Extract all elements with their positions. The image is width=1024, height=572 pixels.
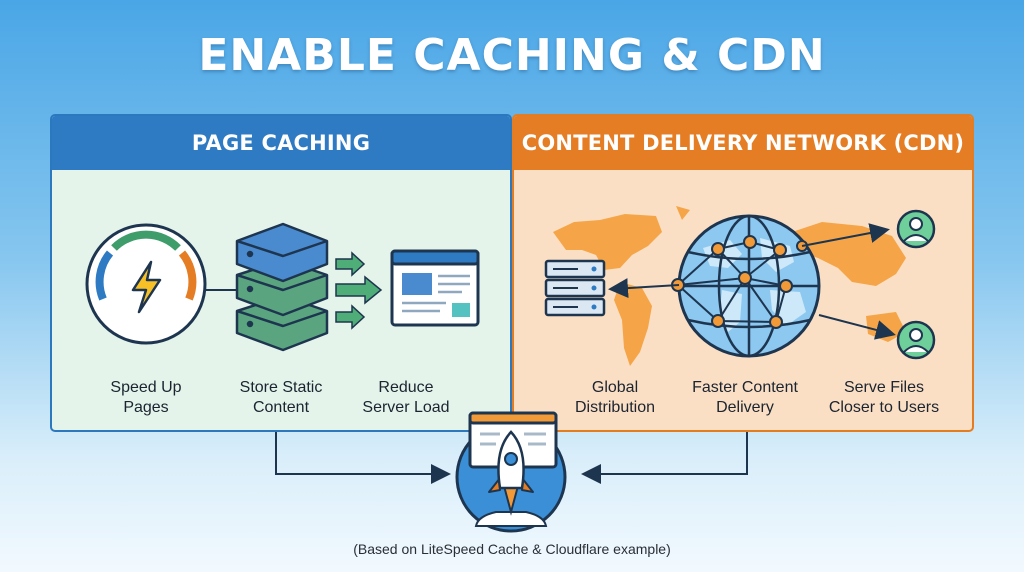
cdn-arrows <box>608 223 896 340</box>
cdn-heading: CONTENT DELIVERY NETWORK (CDN) <box>514 116 972 170</box>
speedometer-icon <box>85 223 237 345</box>
user-icon <box>896 209 936 249</box>
server-rack-icon <box>544 259 606 317</box>
caption-global-distribution: Global Distribution <box>574 379 656 416</box>
caption-faster-content-delivery: Faster Content Delivery <box>692 379 798 416</box>
user-icon <box>896 320 936 360</box>
connector-arrows <box>275 432 748 484</box>
page-title: ENABLE CACHING & CDN <box>198 30 826 81</box>
caption-reduce-server-load: Reduce Server Load <box>362 379 450 416</box>
page-caching-heading: PAGE CACHING <box>52 116 510 170</box>
caption-speed-up-pages: Speed Up Pages <box>110 379 182 416</box>
rocket-launch-icon <box>455 411 567 533</box>
flow-arrows-icon <box>335 251 383 330</box>
footnote: (Based on LiteSpeed Cache & Cloudflare e… <box>353 541 671 557</box>
server-stack-icon <box>235 222 329 352</box>
browser-window-icon <box>390 249 480 327</box>
caption-store-static-content: Store Static Content <box>239 379 323 416</box>
globe-network-icon <box>671 214 821 358</box>
caption-serve-files-closer: Serve Files Closer to Users <box>828 379 940 416</box>
